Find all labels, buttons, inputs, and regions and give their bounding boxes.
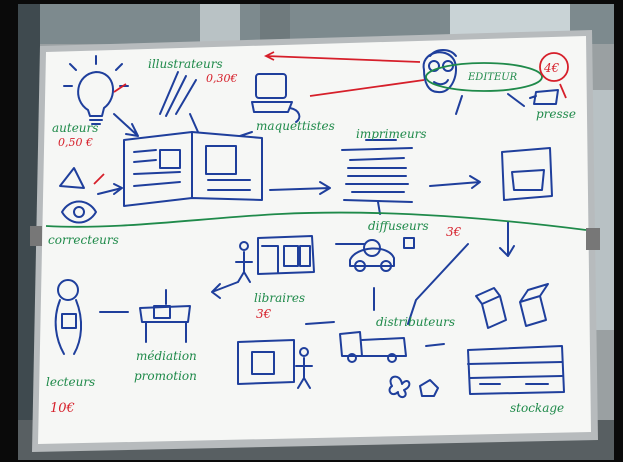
price-editeur: 4€ <box>543 61 560 75</box>
label-diffuseurs: diffuseurs <box>368 219 429 233</box>
flower-icon <box>388 375 439 398</box>
editor-face-icon <box>422 49 457 94</box>
price-lecteurs: 10€ <box>50 401 75 416</box>
label-illustrateurs: illustrateurs <box>148 57 223 71</box>
price-libraires: 3€ <box>256 307 272 321</box>
paintbrush-icon <box>159 71 197 117</box>
label-distributeurs: distributeurs <box>376 315 455 329</box>
label-correcteurs: correcteurs <box>48 233 119 247</box>
boxes-icon <box>475 283 549 329</box>
label-libraires: libraires <box>254 291 305 305</box>
car-icon <box>349 237 415 272</box>
label-maquettistes: maquettistes <box>256 119 335 133</box>
red-arrow-top <box>263 51 421 63</box>
label-stockage: stockage <box>510 401 564 415</box>
triangle-icon <box>59 167 85 189</box>
section-divider <box>45 211 587 231</box>
open-book-icon <box>123 131 263 207</box>
bookstore-icon <box>237 339 313 389</box>
label-mediation: médiation <box>136 349 197 363</box>
lightbulb-icon <box>63 55 129 125</box>
flow-arrows <box>97 93 525 347</box>
mediation-stand-icon <box>139 289 191 343</box>
truck-icon <box>339 331 407 363</box>
label-auteurs: auteurs <box>52 121 98 135</box>
editor-price-circle <box>539 52 569 82</box>
bookshop-icon <box>235 235 315 283</box>
price-auteurs: 0,50 € <box>58 136 93 149</box>
label-editeur: EDITEUR <box>467 72 518 83</box>
label-imprimeurs: imprimeurs <box>356 127 427 141</box>
board-clip <box>586 228 600 250</box>
printing-press-icon <box>341 139 413 215</box>
eye-icon <box>61 200 97 224</box>
price-diffuseurs: 3€ <box>446 225 462 239</box>
editor-circle <box>425 62 543 92</box>
computer-icon <box>251 73 301 123</box>
storage-shelf-icon <box>467 345 565 395</box>
price-illustrateurs: 0,30€ <box>206 72 238 85</box>
newspaper-icon <box>529 89 559 105</box>
board-surface <box>38 36 591 444</box>
label-lecteurs: lecteurs <box>46 375 95 389</box>
label-promotion: promotion <box>134 369 197 383</box>
reader-figure-icon <box>54 279 82 355</box>
label-presse: presse <box>536 107 576 121</box>
book-icon <box>501 147 553 201</box>
